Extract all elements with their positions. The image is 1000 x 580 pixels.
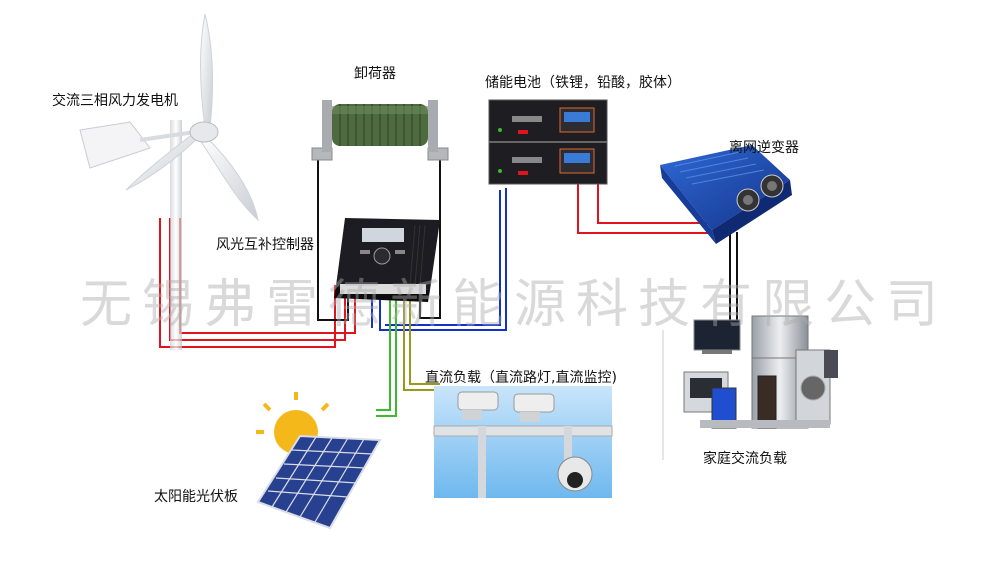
wind-turbine-label: 交流三相风力发电机	[52, 90, 178, 110]
dump-load-label: 卸荷器	[354, 63, 396, 83]
solar-panel-icon	[256, 392, 380, 528]
battery-label: 储能电池（铁锂，铅酸，胶体）	[485, 72, 681, 92]
controller-label: 风光互补控制器	[216, 234, 314, 254]
appliances-icon	[662, 316, 838, 460]
inverter-label: 离网逆变器	[729, 137, 799, 157]
inverter-icon	[660, 145, 792, 244]
solar-panel-label: 太阳能光伏板	[154, 486, 238, 506]
home-load-label: 家庭交流负载	[703, 448, 787, 468]
surveillance-camera-icon	[434, 386, 612, 498]
dc-load-label: 直流负载（直流路灯,直流监控)	[425, 367, 617, 387]
battery-rack-icon	[489, 100, 607, 184]
home-wires	[730, 232, 737, 330]
controller-icon	[334, 218, 440, 302]
resistor-icon	[312, 100, 448, 160]
